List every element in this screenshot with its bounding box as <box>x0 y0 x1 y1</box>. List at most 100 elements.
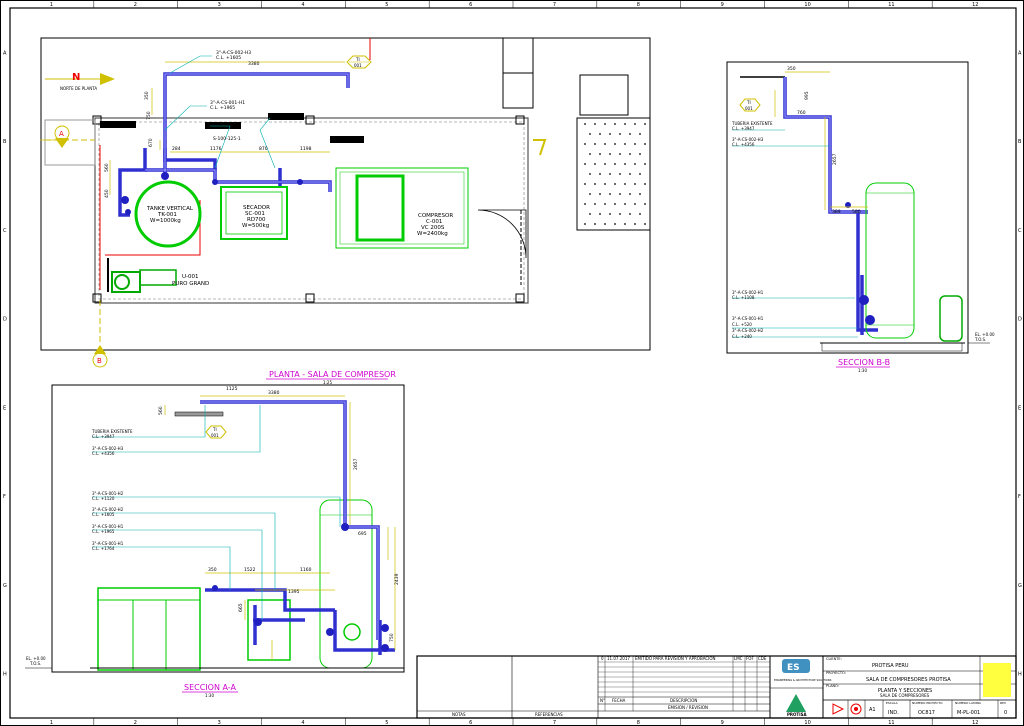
grid-row-label: A <box>1018 50 1022 56</box>
svg-text:1125: 1125 <box>226 386 238 392</box>
grid-row-label: F <box>3 494 6 500</box>
grid-col-label: 7 <box>553 720 556 726</box>
svg-text:T.O.S.: T.O.S. <box>29 661 41 666</box>
svg-text:N°: N° <box>600 698 605 703</box>
svg-text:PROYECTO:: PROYECTO: <box>826 671 846 675</box>
grid-row-label: G <box>1018 583 1022 589</box>
dim-284: 284 <box>172 146 181 152</box>
svg-text:CLIENTE:: CLIENTE: <box>826 657 842 661</box>
svg-text:ENGINEERING & ARCHITECTURE SOL: ENGINEERING & ARCHITECTURE SOLUTIONS <box>774 678 832 682</box>
grid-col-label: 4 <box>301 2 304 8</box>
grid-col-label: 7 <box>553 2 556 8</box>
grid-row-label: E <box>1018 405 1021 411</box>
svg-text:REFERENCIAS: REFERENCIAS <box>535 712 563 717</box>
svg-text:760: 760 <box>797 110 806 116</box>
svg-text:TUBERIA EXISTENTE: TUBERIA EXISTENTE <box>731 121 773 126</box>
grid-row-label: E <box>3 405 6 411</box>
svg-text:NUMERO PROYECTO: NUMERO PROYECTO <box>912 701 943 705</box>
room-outline <box>94 117 529 304</box>
svg-text:SALA DE COMPRESORES: SALA DE COMPRESORES <box>880 693 930 698</box>
grid-col-label: 1 <box>50 2 53 8</box>
grid-row-label: D <box>1018 317 1022 323</box>
svg-text:995: 995 <box>804 91 810 100</box>
grid-col-label: 4 <box>301 720 304 726</box>
svg-text:EL. +0.00: EL. +0.00 <box>26 656 46 661</box>
dim-1198: 1198 <box>300 146 312 152</box>
svg-text:EL. +0.00: EL. +0.00 <box>975 332 995 337</box>
dim-top: 3380 <box>248 61 260 67</box>
tank-weight: W=1000kg <box>150 218 181 224</box>
svg-text:C.L. +4356: C.L. +4356 <box>92 451 115 456</box>
svg-text:PLANO:: PLANO: <box>826 684 839 688</box>
grid-col-label: 11 <box>888 720 894 726</box>
grid-col-label: 8 <box>637 2 640 8</box>
grid-col-label: 12 <box>972 2 978 8</box>
grid-col-label: 6 <box>469 2 472 8</box>
svg-text:1:30: 1:30 <box>205 693 214 698</box>
grid-row-label: B <box>1018 139 1022 145</box>
door-swing <box>477 209 527 259</box>
section-aa-view: 1125 <box>25 384 405 698</box>
dryer-model: RD700 <box>247 217 266 223</box>
svg-text:001: 001 <box>745 106 753 111</box>
svg-text:C.L. +520: C.L. +520 <box>732 322 752 327</box>
client-name: PROTISA PERU <box>872 663 909 669</box>
grid-row-label: C <box>1018 228 1022 234</box>
plan-title: PLANTA - SALA DE COMPRESOR <box>269 370 396 379</box>
svg-text:LMC: LMC <box>734 656 743 661</box>
aa-compressor <box>97 587 201 671</box>
project-name: SALA DE COMPRESORES PROTISA <box>866 677 951 683</box>
svg-text:NOTAS: NOTAS <box>452 712 466 717</box>
line-label-h1: 3"-A-CS-001-H1 <box>210 100 245 106</box>
svg-text:560: 560 <box>158 406 164 415</box>
logo-es: ES ENGINEERING & ARCHITECTURE SOLUTIONS … <box>774 659 832 717</box>
svg-text:EMITIDO PARA REVISION Y APROBA: EMITIDO PARA REVISION Y APROBACION <box>635 656 715 661</box>
sheet-number: M-PL-001 <box>957 710 980 716</box>
tank-tk001 <box>134 180 202 248</box>
svg-text:750: 750 <box>389 633 395 642</box>
svg-text:3"-A-CS-001-H1: 3"-A-CS-001-H1 <box>732 316 764 321</box>
svg-text:IND.: IND. <box>888 710 899 716</box>
grid-col-label: 6 <box>469 720 472 726</box>
svg-text:A1: A1 <box>869 707 876 713</box>
svg-text:REV: REV <box>1000 701 1007 705</box>
svg-text:0: 0 <box>601 656 604 661</box>
svg-text:001: 001 <box>211 433 219 438</box>
svg-text:350: 350 <box>787 66 796 72</box>
grid-col-label: 3 <box>218 720 221 726</box>
svg-text:A: A <box>59 130 64 138</box>
svg-text:3"-A-CS-002-H3: 3"-A-CS-002-H3 <box>92 446 124 451</box>
grid-row-label: F <box>1018 494 1021 500</box>
purge-tag: U-001 <box>182 274 199 280</box>
svg-text:3"-A-CS-002-H2: 3"-A-CS-002-H2 <box>732 328 764 333</box>
svg-text:3"-A-CS-001-H1: 3"-A-CS-001-H1 <box>92 541 124 546</box>
dryer-weight: W=500kg <box>242 223 269 229</box>
grid-row-label: A <box>3 50 7 56</box>
dim-750: 750 <box>146 111 152 120</box>
svg-text:B: B <box>97 357 102 365</box>
svg-text:C.L. +1605: C.L. +1605 <box>92 512 115 517</box>
svg-text:1:30: 1:30 <box>858 368 867 373</box>
dryer-label: SECADOR <box>243 205 270 211</box>
svg-text:2439: 2439 <box>394 573 400 585</box>
grid-col-label: 1 <box>50 720 53 726</box>
svg-text:3"-A-CS-001-H2: 3"-A-CS-001-H2 <box>92 491 124 496</box>
svg-text:C.L. +3947: C.L. +3947 <box>732 126 755 131</box>
svg-text:FECHA: FECHA <box>612 698 626 703</box>
gravel-hatch <box>584 123 646 225</box>
grid-col-label: 10 <box>804 720 810 726</box>
stamp-area <box>983 663 1011 697</box>
section-bb-title: SECCION B-B <box>838 358 890 367</box>
dim-350: 350 <box>144 91 150 100</box>
grid-col-label: 5 <box>385 2 388 8</box>
grid-col-label: 12 <box>972 720 978 726</box>
tank-label: TANKE VERTICAL <box>146 206 194 212</box>
equip-tag-2 <box>205 122 241 129</box>
section-bb-view: 350 995 760 2657 389 580 TI 001 TUBERIA … <box>726 61 995 373</box>
svg-text:NUMERO LAMINA: NUMERO LAMINA <box>955 701 982 705</box>
section-aa-viewport <box>51 384 405 673</box>
bb-tank <box>865 182 915 339</box>
section-aa-title: SECCION A-A <box>184 683 236 692</box>
